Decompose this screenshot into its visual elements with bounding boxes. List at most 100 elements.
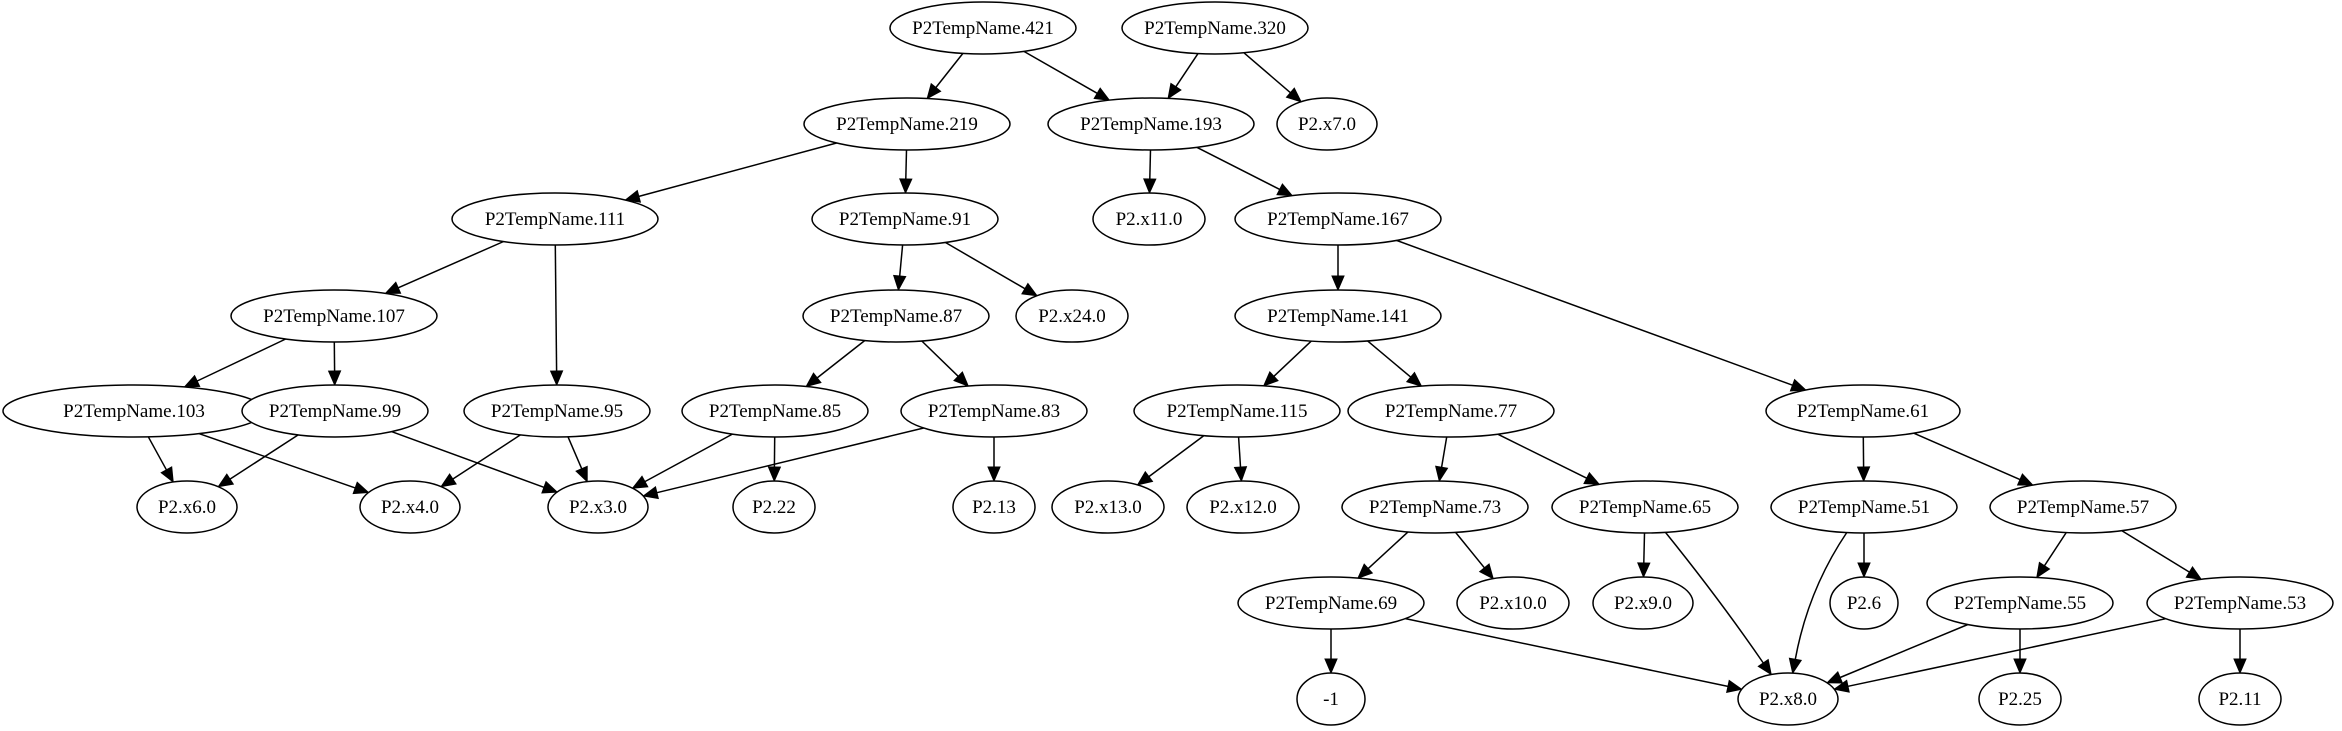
- arrowhead-icon: [352, 481, 370, 495]
- node-label: P2TempName.87: [830, 306, 962, 327]
- edge-n57-to-n53: [2121, 529, 2203, 581]
- edge-line: [656, 427, 924, 494]
- edge-n141-to-n115: [1262, 340, 1312, 387]
- graph-node-n53: P2TempName.53: [2146, 576, 2334, 630]
- node-ellipse: [1926, 576, 2114, 630]
- node-label: P2TempName.111: [485, 209, 625, 230]
- node-label: P2TempName.421: [912, 18, 1054, 39]
- graph-node-x24: P2.x24.0: [1015, 289, 1129, 343]
- graph-node-n69: P2TempName.69: [1237, 576, 1425, 630]
- graph-node-v13: P2.13: [952, 480, 1036, 534]
- edge-line: [1367, 531, 1409, 570]
- node-label: P2.x7.0: [1298, 114, 1356, 135]
- node-ellipse: [1234, 192, 1442, 246]
- arrowhead-icon: [160, 466, 174, 484]
- node-ellipse: [1770, 480, 1958, 534]
- arrowhead-icon: [1757, 658, 1772, 676]
- edge-n77-to-n65: [1497, 433, 1601, 485]
- edges-layer: [147, 50, 2247, 693]
- edge-n107-to-n103: [183, 338, 287, 388]
- arrowhead-icon: [805, 372, 822, 388]
- graph-node-n51: P2TempName.51: [1770, 480, 1958, 534]
- edge-line: [397, 240, 504, 289]
- edge-line: [816, 339, 866, 379]
- edge-n87-to-n85: [805, 339, 866, 388]
- graph-node-n95: P2TempName.95: [463, 384, 651, 438]
- edge-line: [1396, 239, 1793, 386]
- edge-n95-to-x4: [440, 434, 521, 488]
- graph-node-n77: P2TempName.77: [1347, 384, 1555, 438]
- node-label: P2TempName.115: [1167, 401, 1308, 422]
- edge-line: [198, 432, 356, 489]
- arrowhead-icon: [767, 466, 782, 483]
- node-label: P2TempName.55: [1954, 593, 2086, 614]
- node-label: P2TempName.61: [1797, 401, 1929, 422]
- edge-n320-to-n193: [1167, 53, 1199, 100]
- arrowhead-icon: [1789, 378, 1807, 392]
- arrowhead-icon: [926, 82, 942, 100]
- graph-node-v6: P2.6: [1829, 576, 1899, 630]
- edge-n115-to-x12: [1233, 436, 1248, 483]
- graph-node-x4: P2.x4.0: [359, 480, 461, 534]
- edge-line: [567, 436, 583, 469]
- edge-line: [1367, 340, 1412, 378]
- edge-n73-to-x10: [1455, 531, 1494, 580]
- graph-node-x12: P2.x12.0: [1186, 480, 1300, 534]
- graph-node-n103: P2TempName.103: [2, 384, 266, 438]
- node-ellipse: [2146, 576, 2334, 630]
- node-label: P2.6: [1847, 593, 1881, 614]
- edge-n141-to-n77: [1367, 340, 1423, 387]
- graph-node-n65: P2TempName.65: [1551, 480, 1739, 534]
- arrowhead-icon: [440, 473, 457, 488]
- graph-node-v11: P2.11: [2198, 672, 2282, 726]
- edge-line: [944, 241, 1026, 290]
- edge-line: [196, 338, 287, 382]
- edge-line: [1175, 53, 1199, 88]
- edge-line: [1643, 532, 1646, 564]
- node-label: P2TempName.91: [839, 209, 971, 230]
- node-ellipse: [1456, 576, 1570, 630]
- arrowhead-icon: [1478, 563, 1494, 580]
- node-ellipse: [802, 289, 990, 343]
- graph-node-x11: P2.x11.0: [1092, 192, 1206, 246]
- graph-node-n87: P2TempName.87: [802, 289, 990, 343]
- node-ellipse: [1989, 480, 2177, 534]
- node-ellipse: [1341, 480, 1529, 534]
- edge-line: [391, 430, 545, 489]
- edge-n83-to-x3: [642, 427, 924, 500]
- edge-line: [638, 142, 837, 198]
- arrowhead-icon: [575, 465, 588, 483]
- arrowhead-icon: [892, 274, 907, 292]
- edge-line: [1664, 531, 1764, 664]
- arrowhead-icon: [183, 374, 201, 388]
- arrowhead-icon: [217, 473, 235, 488]
- node-ellipse: [1347, 384, 1555, 438]
- graph-node-n421: P2TempName.421: [889, 1, 1077, 55]
- edge-n73-to-n69: [1357, 531, 1409, 579]
- graph-node-n141: P2TempName.141: [1234, 289, 1442, 343]
- edge-n111-to-n95: [549, 244, 564, 387]
- node-label: P2.x8.0: [1759, 689, 1817, 710]
- arrowhead-icon: [2016, 473, 2034, 486]
- node-label: P2.13: [972, 497, 1016, 518]
- graph-node-x9: P2.x9.0: [1592, 576, 1694, 630]
- node-label: P2TempName.57: [2017, 497, 2149, 518]
- edge-line: [452, 434, 521, 480]
- node-ellipse: [1051, 480, 1165, 534]
- arrowhead-icon: [1285, 87, 1303, 103]
- node-label: P2TempName.73: [1369, 497, 1501, 518]
- arrowhead-icon: [2036, 561, 2051, 579]
- edge-line: [644, 433, 733, 483]
- graph-node-n55: P2TempName.55: [1926, 576, 2114, 630]
- node-label: P2TempName.219: [836, 114, 978, 135]
- node-ellipse: [241, 384, 429, 438]
- graph-node-n73: P2TempName.73: [1341, 480, 1529, 534]
- edge-n320-to-x7: [1243, 52, 1303, 103]
- arrowhead-icon: [1021, 282, 1039, 297]
- edge-n167-to-n141: [1331, 245, 1345, 292]
- node-ellipse: [732, 480, 816, 534]
- node-ellipse: [1234, 289, 1442, 343]
- arrowhead-icon: [327, 370, 342, 387]
- edge-line: [905, 149, 908, 180]
